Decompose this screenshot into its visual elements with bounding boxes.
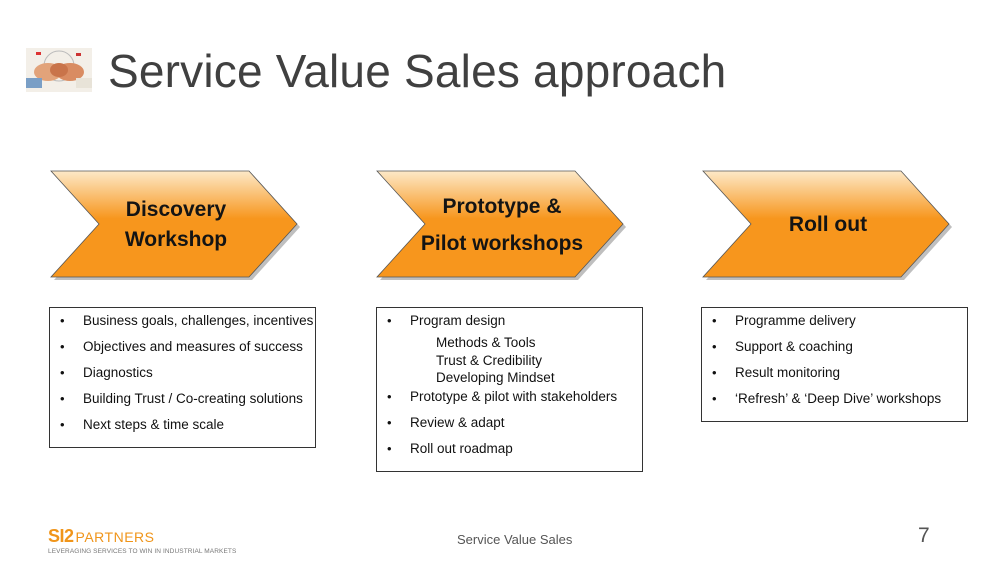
activity-list: Business goals, challenges, incentivesOb… bbox=[58, 313, 313, 443]
logo-mark: SI2 bbox=[48, 526, 74, 546]
stage-chevron: Prototype & Pilot workshops bbox=[376, 170, 628, 280]
stage-label-line: Roll out bbox=[788, 213, 868, 236]
activity-item: Objectives and measures of success bbox=[58, 339, 307, 365]
stage-label-line: Pilot workshops bbox=[420, 232, 584, 255]
stage-label-line: Discovery bbox=[125, 198, 227, 221]
activity-item: ‘Refresh’ & ‘Deep Dive’ workshops bbox=[710, 391, 959, 417]
slide-title: Service Value Sales approach bbox=[108, 45, 727, 97]
stage-label-line: Workshop bbox=[124, 228, 228, 251]
activity-list: Programme deliverySupport & coachingResu… bbox=[710, 313, 959, 417]
logo-word: PARTNERS bbox=[75, 529, 155, 545]
stage-chevron: Roll out bbox=[702, 170, 954, 280]
activity-item: Next steps & time scale bbox=[58, 417, 307, 443]
activity-subitem: Trust & Credibility bbox=[436, 352, 543, 368]
activity-item: Diagnostics bbox=[58, 365, 307, 391]
activity-item: Programme delivery bbox=[710, 313, 959, 339]
stage-activities-box: Programme deliverySupport & coachingResu… bbox=[701, 307, 968, 422]
activity-item: Review & adapt bbox=[385, 415, 634, 441]
activity-item: Building Trust / Co-creating solutions bbox=[58, 391, 307, 417]
handshake-photo-icon bbox=[26, 48, 92, 92]
activity-item: Prototype & pilot with stakeholders bbox=[385, 389, 634, 415]
activity-item: Business goals, challenges, incentives bbox=[58, 313, 313, 339]
activity-item: Roll out roadmap bbox=[385, 441, 634, 467]
stage-label: Prototype & Pilot workshops bbox=[376, 170, 628, 280]
page-number: 7 bbox=[918, 524, 930, 547]
logo-tagline: LEVERAGING SERVICES TO WIN IN INDUSTRIAL… bbox=[48, 548, 237, 555]
activity-subitem: Methods & Tools bbox=[436, 335, 536, 350]
footer-title: Service Value Sales bbox=[457, 532, 573, 547]
stage-activities-box: Business goals, challenges, incentivesOb… bbox=[49, 307, 316, 448]
stage-label-line: Prototype & bbox=[442, 195, 562, 218]
stage-label: Roll out bbox=[702, 170, 954, 280]
activity-subitem: Developing Mindset bbox=[436, 370, 555, 385]
activity-item: Support & coaching bbox=[710, 339, 959, 365]
activity-item: Result monitoring bbox=[710, 365, 959, 391]
activity-item: Program design bbox=[385, 313, 634, 337]
